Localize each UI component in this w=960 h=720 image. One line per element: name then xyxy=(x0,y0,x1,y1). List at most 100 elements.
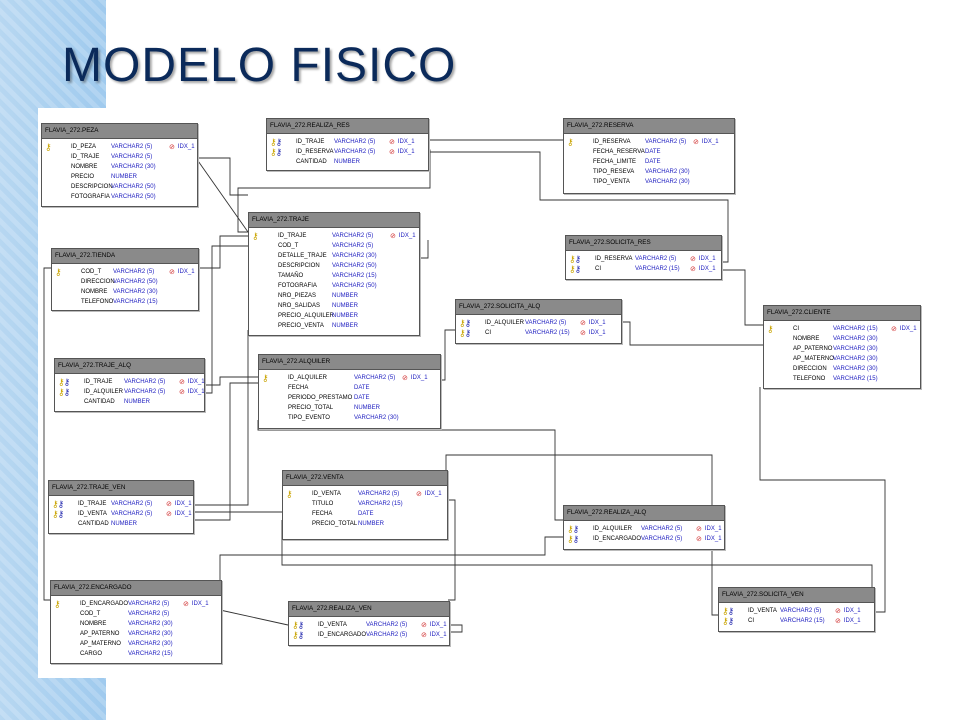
index-name: IDX_1 xyxy=(698,266,716,272)
attribute-name: PERIODO_PRESTAMO xyxy=(288,395,353,401)
index-name: IDX_1 xyxy=(187,379,205,385)
attribute-name: AP_MATERNO xyxy=(80,641,121,647)
index-name: IDX_1 xyxy=(843,608,861,614)
attribute-index: ⊘IDX_1 xyxy=(166,510,192,518)
attribute-type: VARCHAR2 (15) xyxy=(128,651,173,657)
attribute-row: FECHA DATE xyxy=(283,509,447,519)
primary-key-icon: ⚷ xyxy=(722,615,729,626)
foreign-key-icon: ⚷ xyxy=(572,533,580,544)
entity-header: FLAVIA_272.PEZA xyxy=(42,124,197,139)
primary-key-icon: ⚷ xyxy=(292,629,299,640)
key-column: ⚷ xyxy=(283,488,312,499)
attribute-name: COD_T xyxy=(278,243,299,249)
attribute-type: VARCHAR2 (30) xyxy=(128,621,173,627)
foreign-key-icon: ⚷ xyxy=(574,253,582,264)
attribute-name: ID_TRAJE xyxy=(296,139,325,145)
no-entry-icon: ⊘ xyxy=(696,536,702,543)
attribute-type: VARCHAR2 (50) xyxy=(113,279,158,285)
key-column: ⚷ xyxy=(259,373,288,383)
index-name: IDX_1 xyxy=(397,139,415,145)
attribute-name: CANTIDAD xyxy=(296,159,327,165)
no-entry-icon: ⊘ xyxy=(891,326,897,333)
attribute-name: PRECIO xyxy=(71,174,95,180)
attribute-index: ⊘IDX_1 xyxy=(389,148,415,156)
attribute-name: TELEFONO xyxy=(793,376,826,382)
attribute-type: NUMBER xyxy=(334,159,361,165)
primary-key-icon: ⚷ xyxy=(286,488,293,499)
attribute-name: DIRECCION xyxy=(81,279,115,285)
entity-header: FLAVIA_272.SOLICITA_VEN xyxy=(719,588,874,603)
attribute-type: NUMBER xyxy=(111,521,138,527)
attribute-type: DATE xyxy=(358,511,374,517)
primary-key-icon: ⚷ xyxy=(567,523,574,534)
attribute-index: ⊘IDX_1 xyxy=(835,607,861,615)
key-column: ⚷⚷ xyxy=(566,264,595,274)
key-column: ⚷ xyxy=(52,266,81,277)
primary-key-icon: ⚷ xyxy=(54,598,61,609)
attribute-index: ⊘IDX_1 xyxy=(421,631,447,639)
key-column: ⚷⚷ xyxy=(564,533,593,544)
attribute-index: ⊘IDX_1 xyxy=(891,325,917,333)
attribute-name: TIPO_RESEVA xyxy=(593,169,635,175)
attribute-name: FECHA xyxy=(312,511,333,517)
foreign-key-icon: ⚷ xyxy=(63,386,71,397)
index-name: IDX_1 xyxy=(174,501,192,507)
entity-header: FLAVIA_272.ALQUILER xyxy=(259,355,440,370)
attribute-name: CI xyxy=(595,266,601,272)
attribute-type: NUMBER xyxy=(358,521,385,527)
attribute-name: NRO_SALIDAS xyxy=(278,303,321,309)
attribute-type: VARCHAR2 (15) xyxy=(332,273,377,279)
attribute-type: VARCHAR2 (5) xyxy=(358,491,400,497)
attribute-type: VARCHAR2 (15) xyxy=(113,299,158,305)
index-name: IDX_1 xyxy=(397,149,415,155)
attribute-type: VARCHAR2 (50) xyxy=(332,263,377,269)
key-column: ⚷⚷ xyxy=(55,377,84,387)
primary-key-icon: ⚷ xyxy=(292,619,299,630)
attribute-type: VARCHAR2 (30) xyxy=(645,179,690,185)
attribute-name: DETALLE_TRAJE xyxy=(278,253,327,259)
attribute-name: NOMBRE xyxy=(80,621,107,627)
primary-key-icon: ⚷ xyxy=(252,230,259,241)
attribute-name: DIRECCION xyxy=(793,366,827,372)
key-column: ⚷⚷ xyxy=(49,499,78,509)
primary-key-icon: ⚷ xyxy=(55,266,62,277)
attribute-name: NRO_PIEZAS xyxy=(278,293,317,299)
no-entry-icon: ⊘ xyxy=(693,139,699,146)
attribute-type: VARCHAR2 (5) xyxy=(128,601,170,607)
no-entry-icon: ⊘ xyxy=(169,269,175,276)
